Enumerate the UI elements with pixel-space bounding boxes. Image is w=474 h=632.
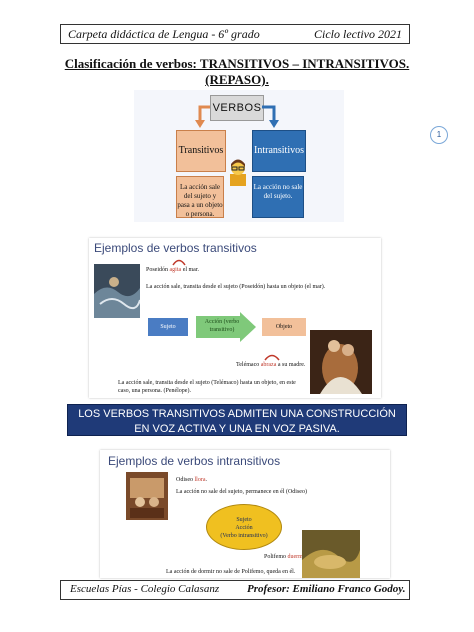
oval-subject: Sujeto [236,517,252,523]
footer-school: Escuelas Pías - Colegio Calasanz [70,583,220,595]
rule-line-1: LOS VERBOS TRANSITIVOS ADMITEN UNA CONST… [78,408,396,420]
left-arrowhead [195,120,205,128]
example-1-subject: Poseidón [146,267,170,273]
intransitive-explanation-1: La acción no sale del sujeto, permanece … [176,489,307,495]
teacher-icon [230,159,246,186]
flow-action-arrow [196,312,256,342]
transitive-slide-title: Ejemplos de verbos transitivos [94,241,257,255]
transitive-explanation-1: La acción sale, transita desde el sujeto… [146,284,326,290]
diagram-arrows [195,105,279,128]
example-2-rest: a su madre. [276,362,306,368]
intransitive-ex1-verb: llora [194,477,206,483]
page-subtitle: (REPASO). [205,72,269,87]
rule-line-2: EN VOZ ACTIVA Y UNA EN VOZ PASIVA. [134,423,340,435]
intransitive-example-1: Odiseo llora. [176,476,207,484]
footer-frame [60,580,410,600]
odysseus-painting [126,472,168,520]
transitive-explanation-2: La acción sale, transita desde el sujeto… [118,380,296,394]
page-title: Clasificación de verbos: TRANSITIVOS – I… [64,56,410,71]
example-2-verb: abraza [260,362,277,368]
intransitive-ex1-subject: Odiseo [176,477,195,483]
example-2-subject: Telémaco [236,362,261,368]
header-year: Ciclo lectivo 2021 [314,27,402,41]
page-number-badge[interactable]: 1 [430,126,448,144]
telemachus-painting [310,330,372,394]
example-1-rest: el mar. [181,267,200,273]
flow-action-label: Acción (verbo transitivo) [204,319,240,333]
rule-banner: LOS VERBOS TRANSITIVOS ADMITEN UNA CONST… [67,404,407,436]
polyphemus-painting [302,530,360,578]
intransitive-ex2-subject: Polifemo [264,554,288,560]
footer-teacher: Profesor: Emiliano Franco Godoy. [247,583,406,595]
oval-verb-type: (Verbo intransitivo) [220,533,268,539]
transitive-description: La acción sale del sujeto y pasa a un ob… [176,176,224,218]
right-arrowhead [269,120,279,128]
header-frame [60,24,410,44]
oval-action: Acción [235,525,253,531]
intransitive-slide-title: Ejemplos de verbos intransitivos [108,454,281,468]
transitive-example-2: Telémaco abraza a su madre. [236,361,305,369]
flow-object-box: Objeto [262,318,306,336]
flow-subject-box: Sujeto [148,318,188,336]
intransitive-example-2: Polifemo duerme. [264,553,307,561]
left-arrow [198,105,210,122]
verb-arc-mark-2 [264,354,280,361]
poseidon-painting [94,264,140,318]
intransitive-explanation-2: La acción de dormir no sale de Polifemo,… [166,569,296,575]
verb-arc-mark [172,259,186,266]
transitive-box: Transitivos [176,130,226,172]
header-course: Carpeta didáctica de Lengua - 6º grado [68,27,260,41]
diagram-root: VERBOS [210,95,264,121]
transitive-example-1: Poseidón agita el mar. [146,266,199,274]
intransitive-description: La acción no sale del sujeto. [252,176,304,218]
example-1-verb: agita [169,267,182,273]
intransitive-ex1-rest: . [205,477,208,483]
right-arrow [262,105,276,122]
intransitive-ex2-verb: duerme [287,554,306,560]
intransitive-box: Intransitivos [252,130,306,172]
subject-action-oval: Sujeto Acción (Verbo intransitivo) [206,504,282,550]
